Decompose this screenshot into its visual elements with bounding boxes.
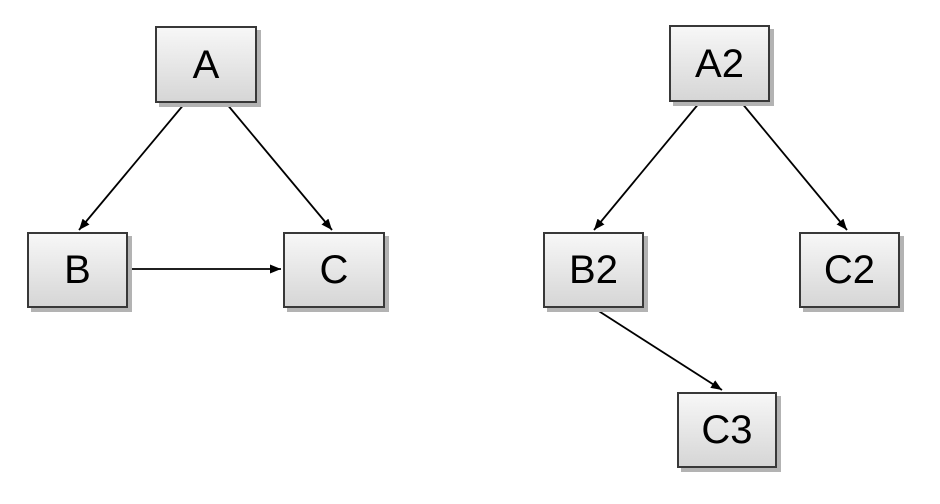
node-C[interactable]: C (283, 232, 385, 308)
node-B2[interactable]: B2 (543, 232, 644, 308)
node-label: B (64, 248, 91, 292)
node-label: B2 (569, 248, 618, 292)
node-C3[interactable]: C3 (677, 392, 777, 468)
node-label: A (192, 42, 220, 87)
node-B[interactable]: B (27, 232, 128, 308)
edge-A-C[interactable] (225, 102, 333, 231)
edge-A-B[interactable] (78, 102, 186, 231)
edge-A2-C2[interactable] (740, 101, 848, 231)
node-label: A2 (695, 41, 744, 86)
edge-A2-B2[interactable] (593, 101, 701, 231)
node-label: C (319, 248, 349, 292)
node-label: C2 (823, 248, 876, 292)
node-C2[interactable]: C2 (799, 232, 900, 308)
node-A2[interactable]: A2 (669, 25, 770, 102)
edge-B2-C3[interactable] (593, 307, 723, 391)
node-label: C3 (701, 408, 753, 452)
node-A[interactable]: A (155, 26, 257, 103)
